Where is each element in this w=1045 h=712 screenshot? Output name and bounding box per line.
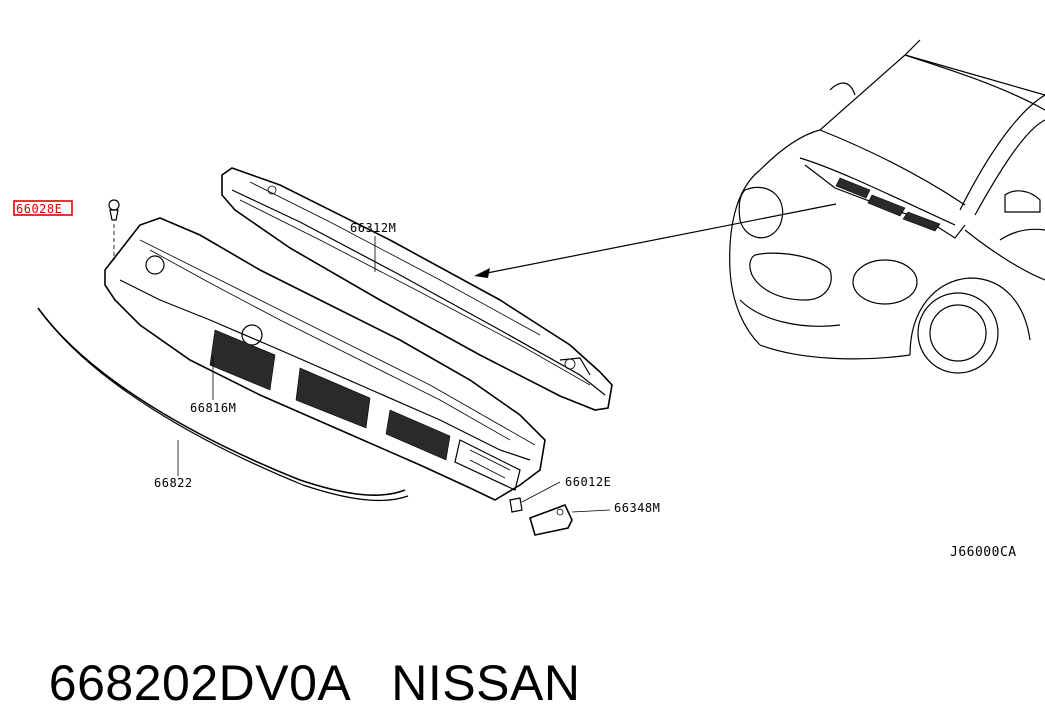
label-66312m: 66312M <box>350 221 396 235</box>
clip-66012e <box>509 481 561 513</box>
label-66348m: 66348M <box>614 501 660 515</box>
part-number: 668202DV0A <box>48 655 352 711</box>
car-illustration <box>729 39 1045 374</box>
label-66822: 66822 <box>154 476 193 490</box>
brand-name: NISSAN <box>391 655 581 711</box>
label-66028e: 66028E <box>16 202 62 216</box>
diagram-reference-code: J66000CA <box>950 545 1017 560</box>
part-caption: 668202DV0A NISSAN <box>20 596 580 712</box>
label-66012e: 66012E <box>565 475 611 489</box>
leader-lines <box>177 236 376 476</box>
label-66816m: 66816M <box>190 401 236 415</box>
highlighted-part-label: 66028E <box>13 200 73 216</box>
cowl-reinforcement-part <box>221 167 613 411</box>
parts-diagram: 66028E 66312M 66816M 66822 66012E 66348M… <box>13 39 1045 560</box>
bracket-66348m <box>529 503 611 536</box>
seal-strip-part <box>37 307 409 502</box>
clip-66028e <box>108 199 120 260</box>
cowl-top-cover-part <box>104 217 546 501</box>
pointer-arrow <box>474 203 837 278</box>
